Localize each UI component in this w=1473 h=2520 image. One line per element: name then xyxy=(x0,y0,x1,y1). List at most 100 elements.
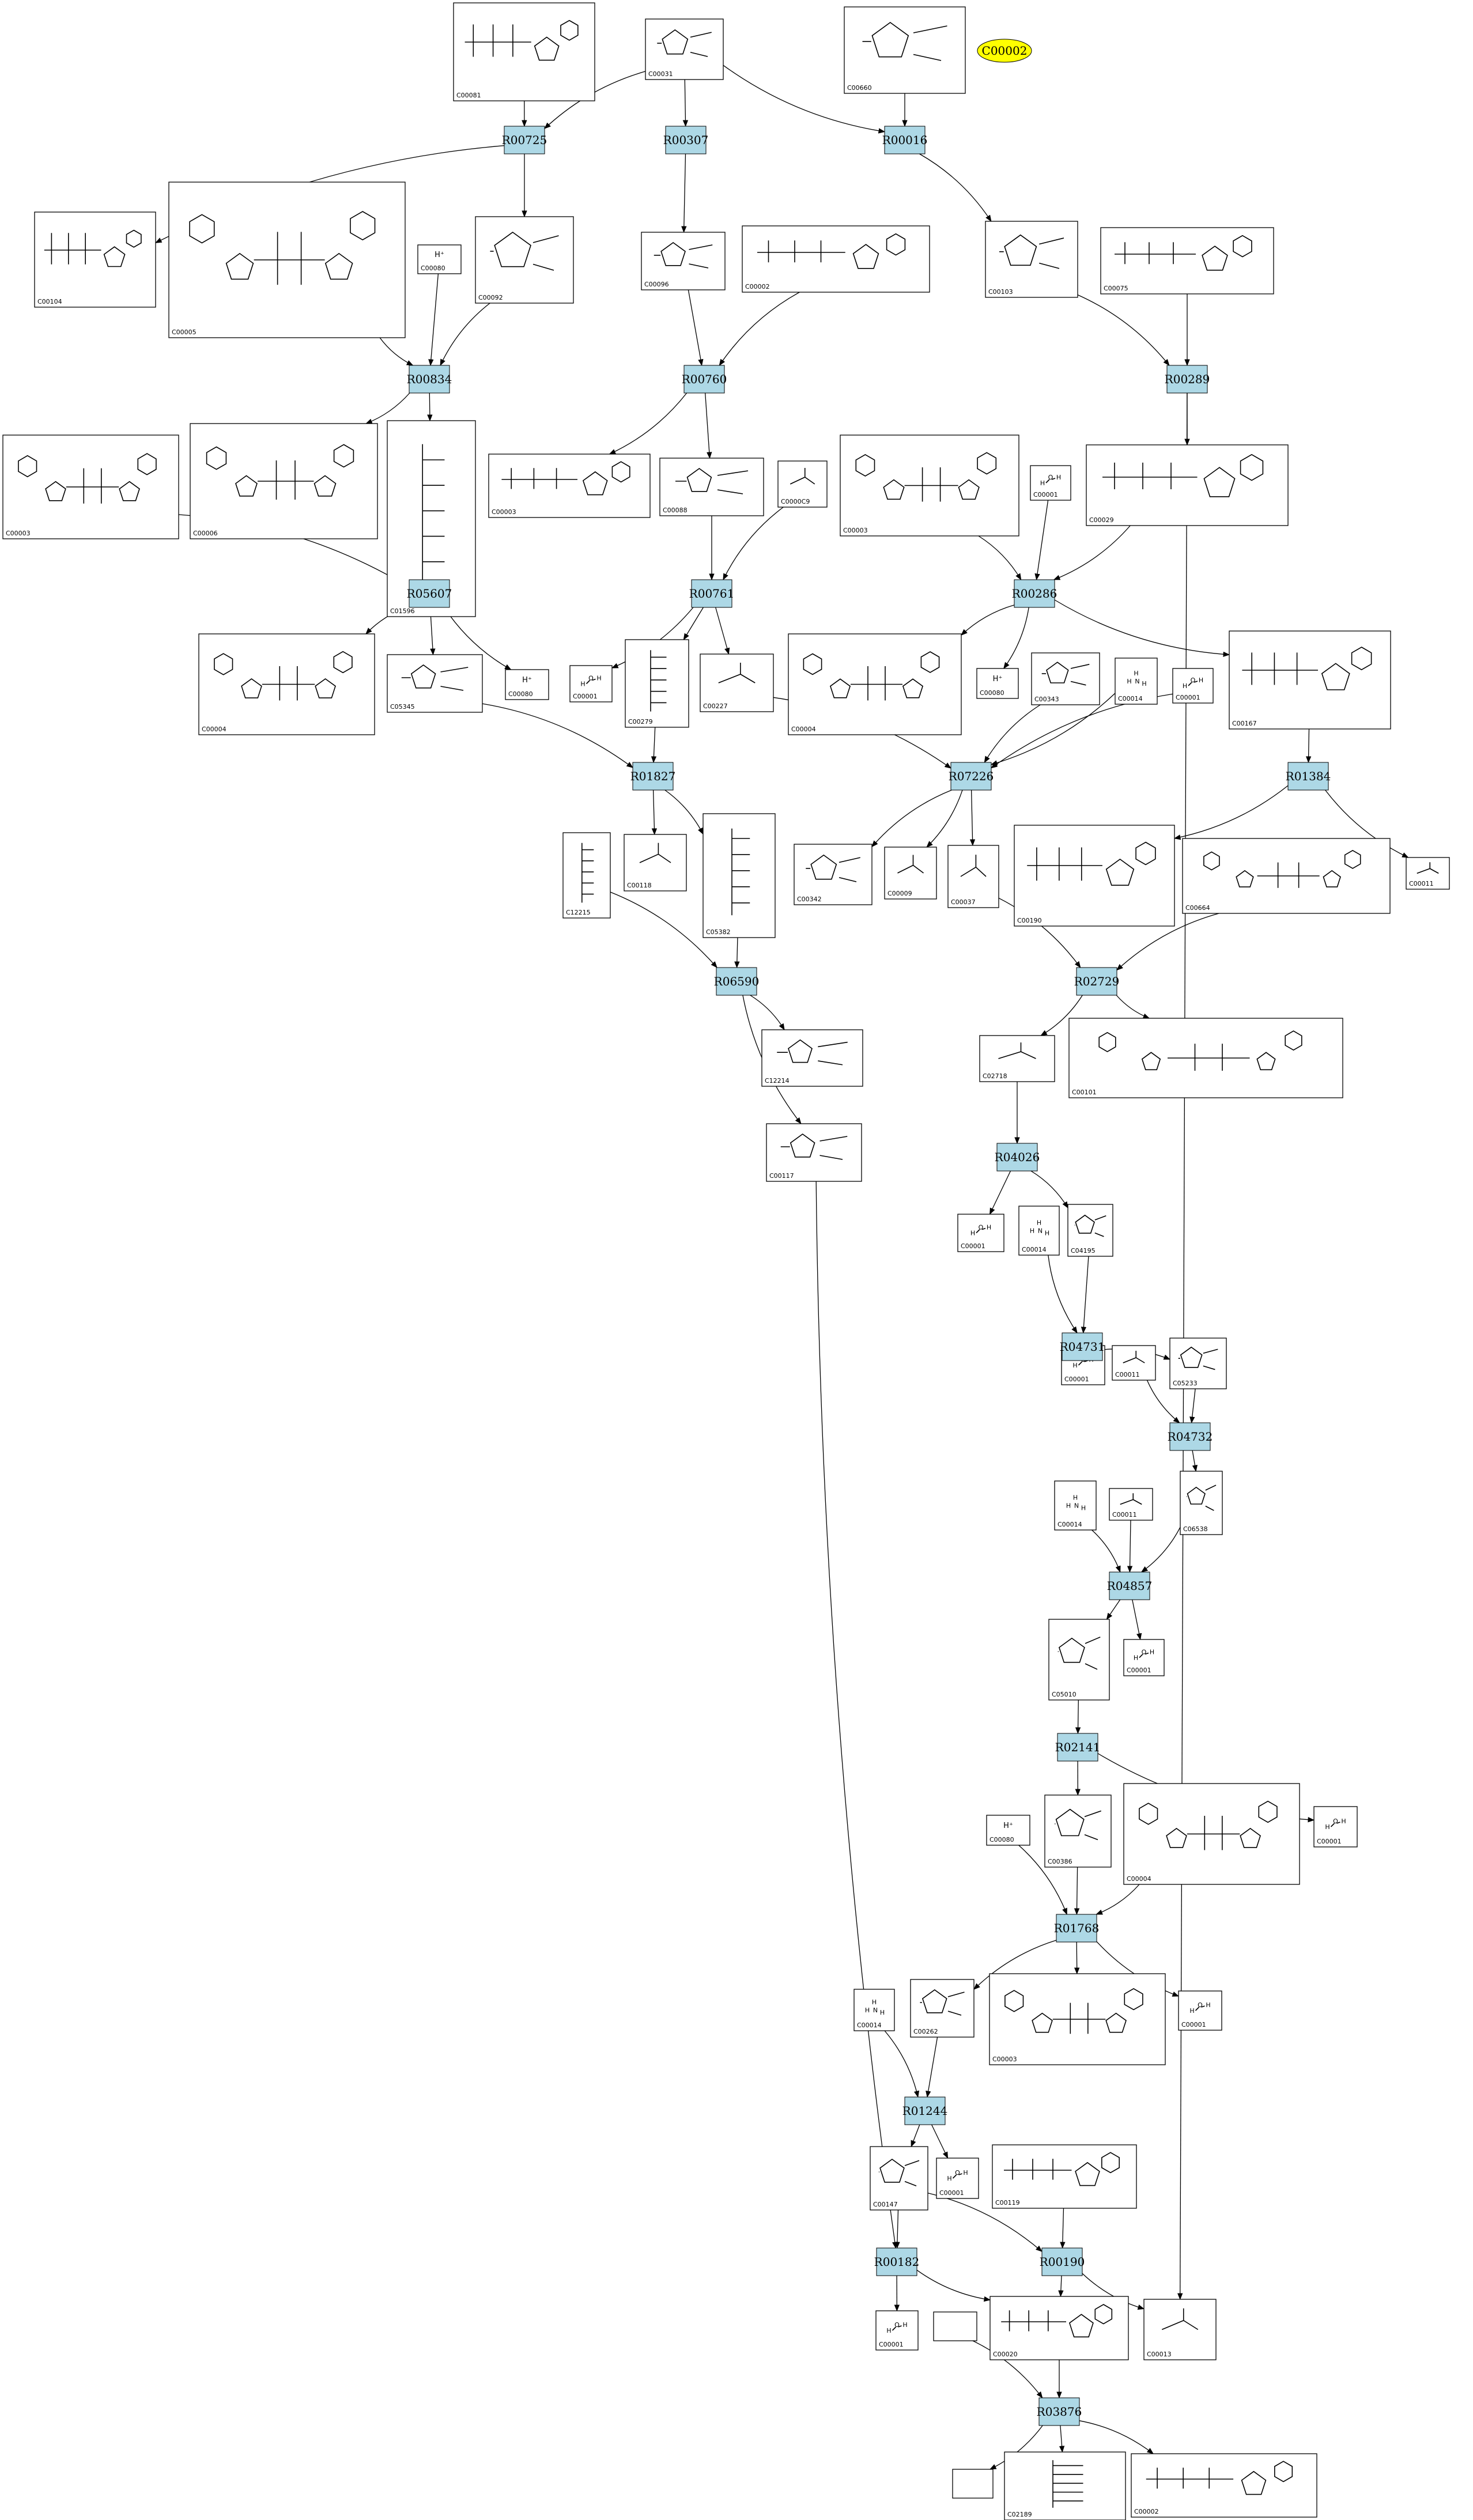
compound-node[interactable]: C00037 xyxy=(947,845,999,908)
compound-node[interactable]: C00005 xyxy=(168,182,406,338)
compound-node[interactable]: C05382 xyxy=(702,813,776,938)
reaction-node[interactable]: R00190 xyxy=(1040,2247,1085,2276)
reaction-node[interactable]: R01244 xyxy=(902,2096,948,2125)
compound-node[interactable]: C00002 xyxy=(742,225,930,293)
reaction-node[interactable]: R00182 xyxy=(874,2247,920,2276)
reaction-node[interactable]: R00307 xyxy=(663,126,709,154)
compound-node[interactable]: H⁺C00080 xyxy=(505,669,549,700)
highlight-node[interactable]: C00002 xyxy=(977,39,1032,63)
compound-node[interactable]: C00190 xyxy=(1014,825,1175,927)
compound-node[interactable]: C00011 xyxy=(1406,857,1450,890)
compound-node[interactable]: C00031 xyxy=(645,18,724,80)
reaction-node[interactable]: R04731 xyxy=(1060,1332,1105,1361)
compound-node[interactable]: C00002 xyxy=(1131,2453,1317,2518)
compound-node[interactable]: C04195 xyxy=(1067,1204,1113,1257)
compound-node[interactable]: C12214 xyxy=(761,1029,863,1087)
reaction-node[interactable]: R01827 xyxy=(630,762,676,791)
compound-node[interactable]: C00011 xyxy=(1112,1345,1156,1381)
compound-node[interactable]: C02189 xyxy=(1004,2451,1126,2520)
compound-node[interactable] xyxy=(952,2469,994,2499)
reaction-node[interactable]: R02141 xyxy=(1055,1733,1101,1762)
compound-node[interactable]: C00104 xyxy=(34,211,156,308)
compound-node[interactable]: C00343 xyxy=(1031,652,1100,705)
compound-node[interactable]: C00279 xyxy=(625,639,689,728)
compound-id-label: C00020 xyxy=(993,2351,1018,2358)
compound-node[interactable]: C00117 xyxy=(766,1123,862,1182)
compound-node[interactable]: C00020 xyxy=(989,2296,1129,2360)
reaction-node[interactable]: R00016 xyxy=(882,126,928,154)
reaction-node[interactable]: R00760 xyxy=(682,365,727,394)
compound-node[interactable]: H⁺C00080 xyxy=(986,1815,1030,1846)
compound-node[interactable]: C00003 xyxy=(989,1973,1166,2065)
reaction-node[interactable]: R04026 xyxy=(995,1143,1040,1172)
reaction-node[interactable]: R00761 xyxy=(689,579,735,608)
compound-node[interactable]: C00013 xyxy=(1143,2299,1217,2360)
compound-node[interactable]: C00119 xyxy=(992,2144,1137,2209)
compound-node[interactable]: C00386 xyxy=(1044,1794,1112,1868)
reaction-node[interactable]: R03876 xyxy=(1037,2397,1082,2426)
compound-node[interactable]: C00096 xyxy=(641,232,726,290)
compound-node[interactable]: C05345 xyxy=(387,654,483,713)
compound-node[interactable]: C00004 xyxy=(1123,1783,1300,1885)
compound-node[interactable]: C00664 xyxy=(1182,838,1391,914)
reaction-node[interactable]: R00289 xyxy=(1165,365,1210,394)
reaction-node[interactable]: R07226 xyxy=(949,762,994,791)
compound-node[interactable]: C00004 xyxy=(788,633,962,735)
compound-node[interactable]: C00167 xyxy=(1229,630,1391,730)
compound-node[interactable]: C0000C9 xyxy=(777,460,828,508)
reaction-node[interactable]: R00286 xyxy=(1012,579,1057,608)
compound-node[interactable]: C02718 xyxy=(979,1035,1055,1082)
compound-node[interactable]: C05010 xyxy=(1048,1619,1110,1701)
reaction-node[interactable]: R02729 xyxy=(1074,967,1120,996)
compound-node[interactable]: C00342 xyxy=(794,844,873,905)
compound-node[interactable]: C00003 xyxy=(488,454,651,518)
compound-node[interactable]: C05233 xyxy=(1169,1338,1227,1389)
compound-node[interactable]: C00103 xyxy=(985,221,1078,298)
compound-node[interactable]: C00009 xyxy=(884,847,937,900)
reaction-node[interactable]: R00725 xyxy=(502,126,547,154)
reaction-node[interactable]: R00834 xyxy=(407,365,452,394)
compound-node[interactable]: C00227 xyxy=(700,653,774,712)
reaction-node[interactable]: R01384 xyxy=(1286,762,1331,791)
compound-node[interactable]: C00011 xyxy=(1109,1488,1153,1521)
compound-node[interactable]: H⁺C00080 xyxy=(417,244,462,274)
reaction-node[interactable]: R01768 xyxy=(1054,1914,1100,1943)
compound-node[interactable]: C00147 xyxy=(870,2146,928,2211)
reaction-node[interactable]: R04732 xyxy=(1168,1422,1213,1451)
compound-node[interactable]: C06538 xyxy=(1180,1471,1223,1535)
compound-node[interactable]: C00081 xyxy=(453,2,595,101)
atom-label: H xyxy=(1056,474,1061,481)
compound-node[interactable]: C00004 xyxy=(198,633,375,735)
compound-node[interactable]: C00092 xyxy=(475,216,574,304)
reaction-node[interactable]: R06590 xyxy=(714,967,760,996)
compound-node[interactable]: C00003 xyxy=(2,435,179,539)
ring-structure xyxy=(1180,1346,1203,1368)
compound-node[interactable]: C00075 xyxy=(1100,227,1274,294)
compound-node[interactable]: H⁺C00080 xyxy=(976,668,1019,699)
compound-node[interactable]: C00660 xyxy=(844,6,966,94)
compound-node[interactable]: C00101 xyxy=(1068,1018,1343,1098)
compound-node[interactable]: C00118 xyxy=(624,834,687,891)
reaction-node[interactable]: R04857 xyxy=(1107,1571,1153,1600)
compound-node[interactable]: C12215 xyxy=(562,832,611,919)
compound-node[interactable]: C00088 xyxy=(659,458,764,516)
reaction-node[interactable]: R05607 xyxy=(407,579,452,608)
compound-node[interactable]: C00029 xyxy=(1086,444,1289,526)
compound-node[interactable]: C00006 xyxy=(190,423,378,539)
compound-node[interactable]: C00003 xyxy=(840,435,1019,537)
compound-node[interactable]: C00262 xyxy=(910,1979,975,2038)
compound-node[interactable] xyxy=(933,2311,977,2341)
